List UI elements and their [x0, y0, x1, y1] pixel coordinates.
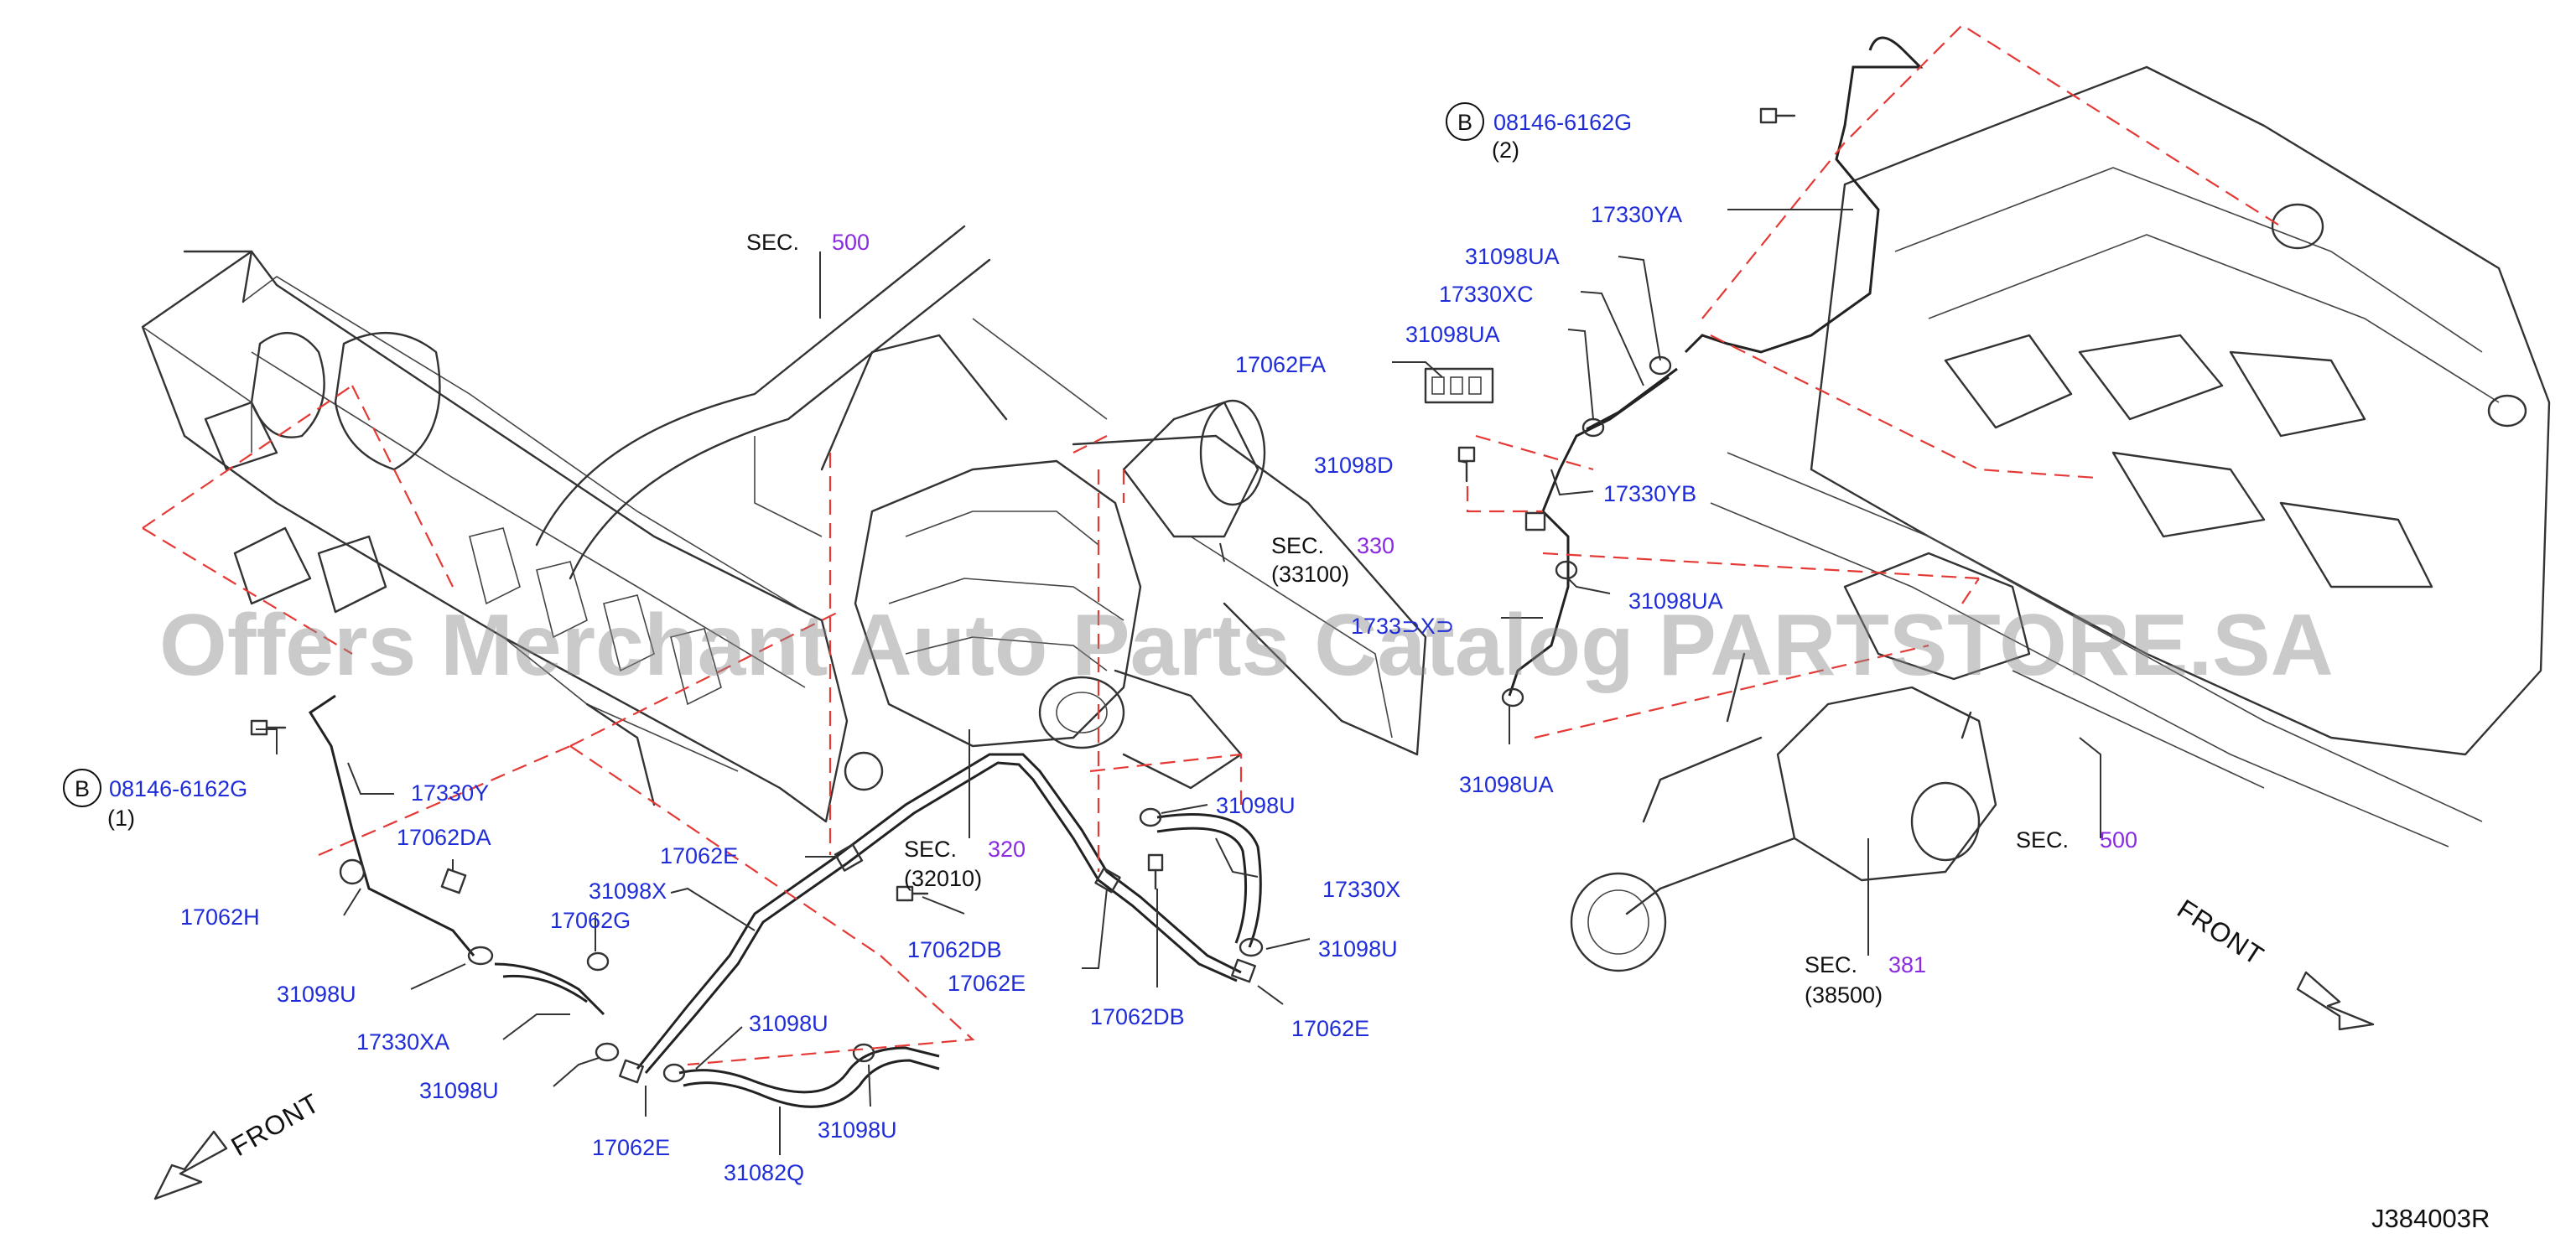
guide-lines	[142, 23, 2282, 1066]
label-31082Q[interactable]: 31082Q	[724, 1160, 804, 1185]
bolt-icon	[896, 885, 929, 902]
hose-clamp-icon	[1239, 937, 1264, 957]
label-17062FA[interactable]: 17062FA	[1235, 352, 1326, 377]
hose-clamp-icon	[467, 946, 494, 966]
svg-text:330: 330	[1357, 533, 1394, 558]
frame-rails	[535, 225, 1427, 756]
diagram-code: J384003R	[2371, 1204, 2490, 1233]
right-floor-structure	[1710, 65, 2551, 847]
clip-icon	[619, 1059, 644, 1084]
connector-block-icon	[1424, 367, 1494, 404]
clamps-and-bolts	[250, 107, 1796, 1084]
grommet-icon	[339, 858, 366, 885]
svg-text:SEC.: SEC.	[1805, 952, 1857, 977]
clip-icon	[440, 868, 467, 894]
hose-clamp-icon	[1501, 687, 1524, 708]
front-indicator-left: FRONT	[153, 1087, 325, 1200]
clip-icon	[834, 843, 864, 872]
bolt-icon	[1147, 853, 1164, 890]
bolt-icon	[1759, 107, 1796, 124]
svg-text:SEC.: SEC.	[904, 837, 957, 862]
svg-text:(33100): (33100)	[1271, 562, 1349, 587]
bolt-icon	[1457, 446, 1476, 483]
svg-text:(38500): (38500)	[1805, 982, 1883, 1008]
left-frame-structure	[141, 250, 884, 823]
svg-text:320: 320	[988, 837, 1026, 862]
label-17062DB-b[interactable]: 17062DB	[1090, 1004, 1185, 1029]
label-17330XC[interactable]: 17330XC	[1439, 282, 1534, 307]
arrow-down-right-icon	[2296, 971, 2375, 1031]
svg-text:381: 381	[1888, 952, 1926, 977]
hose-clamp-icon	[1139, 807, 1162, 827]
svg-text:500: 500	[832, 230, 870, 255]
label-17330YB[interactable]: 17330YB	[1603, 481, 1696, 506]
label-17062DA[interactable]: 17062DA	[397, 825, 491, 850]
callout-badge-right-text: B	[1457, 110, 1472, 135]
label-31098U-c[interactable]: 31098U	[749, 1011, 828, 1036]
label-31098UA-d[interactable]: 31098UA	[1459, 772, 1554, 797]
label-17062H[interactable]: 17062H	[180, 904, 260, 930]
svg-text:SEC.: SEC.	[2016, 827, 2069, 853]
svg-text:FRONT: FRONT	[226, 1087, 325, 1162]
label-31098UA-a[interactable]: 31098UA	[1405, 322, 1500, 347]
clip-icon	[1231, 958, 1256, 983]
label-31098UA-b[interactable]: 31098UA	[1465, 244, 1560, 269]
bolt-icon	[250, 719, 287, 736]
hose-clamp-icon	[662, 1063, 686, 1083]
clip-icon	[1524, 511, 1546, 531]
svg-text:(32010): (32010)	[904, 866, 982, 891]
label-17330Y[interactable]: 17330Y	[411, 780, 489, 806]
label-31098U-a[interactable]: 31098U	[277, 982, 356, 1007]
front-indicator-right: FRONT	[2172, 894, 2375, 1031]
label-17062DB-a[interactable]: 17062DB	[907, 937, 1002, 962]
label-17330X[interactable]: 17330X	[1322, 877, 1400, 902]
section-ref-381[interactable]: SEC. 381 (38500)	[1805, 952, 1926, 1008]
clip-icon	[1094, 867, 1121, 894]
breather-tubes	[308, 36, 1924, 1108]
svg-text:FRONT: FRONT	[2172, 894, 2269, 972]
svg-text:SEC.: SEC.	[746, 230, 799, 255]
watermark: Offers Merchant Auto Parts Catalog PARTS…	[159, 597, 2334, 694]
label-17062E-a[interactable]: 17062E	[660, 843, 738, 868]
section-references: SEC. 500 SEC. 330 (33100) SEC. 320 (3201…	[746, 230, 2137, 1008]
arrow-down-left-icon	[153, 1130, 228, 1200]
rear-differential	[1570, 552, 2031, 972]
label-31098UA-c[interactable]: 31098UA	[1628, 588, 1723, 614]
hose-clamp-icon	[586, 951, 610, 972]
label-qty-2: (2)	[1492, 137, 1519, 163]
callout-badge-left	[63, 769, 101, 807]
section-ref-500-top[interactable]: SEC. 500	[746, 230, 870, 255]
label-31098U-e[interactable]: 31098U	[1216, 793, 1296, 818]
callout-badge-right	[1446, 102, 1484, 141]
label-31098U-d[interactable]: 31098U	[818, 1117, 897, 1143]
label-31098D[interactable]: 31098D	[1314, 453, 1394, 478]
label-17062E-d[interactable]: 17062E	[1291, 1016, 1369, 1041]
label-17062E-c[interactable]: 17062E	[948, 971, 1026, 996]
hose-clamp-icon	[595, 1042, 620, 1062]
leader-lines	[256, 209, 2101, 1155]
hose-clamp-icon	[1555, 560, 1578, 580]
label-qty-1: (1)	[107, 806, 135, 831]
label-17062E-b[interactable]: 17062E	[592, 1135, 670, 1160]
label-31098U-f[interactable]: 31098U	[1318, 936, 1398, 962]
label-31098X[interactable]: 31098X	[589, 879, 667, 904]
transfer-case	[854, 399, 1266, 790]
label-08146-6162G-right[interactable]: 08146-6162G	[1493, 110, 1632, 135]
svg-text:SEC.: SEC.	[1271, 533, 1324, 558]
part-labels: B 08146-6162G (1) 17330Y 17062DA 17062H …	[63, 102, 1723, 1185]
callout-badge-left-text: B	[75, 776, 90, 801]
label-08146-6162G-left[interactable]: 08146-6162G	[109, 776, 247, 801]
label-17330XB[interactable]: 1733⊃X⊃	[1351, 614, 1454, 639]
section-ref-500-right[interactable]: SEC. 500	[2016, 827, 2137, 853]
hose-clamp-icon	[852, 1043, 875, 1063]
section-ref-320[interactable]: SEC. 320 (32010)	[904, 837, 1026, 891]
label-31098U-b[interactable]: 31098U	[419, 1078, 499, 1103]
svg-text:500: 500	[2100, 827, 2137, 853]
label-17062G[interactable]: 17062G	[550, 908, 631, 933]
label-17330XA[interactable]: 17330XA	[356, 1029, 449, 1055]
label-17330YA[interactable]: 17330YA	[1591, 202, 1682, 227]
section-ref-330[interactable]: SEC. 330 (33100)	[1271, 533, 1394, 587]
